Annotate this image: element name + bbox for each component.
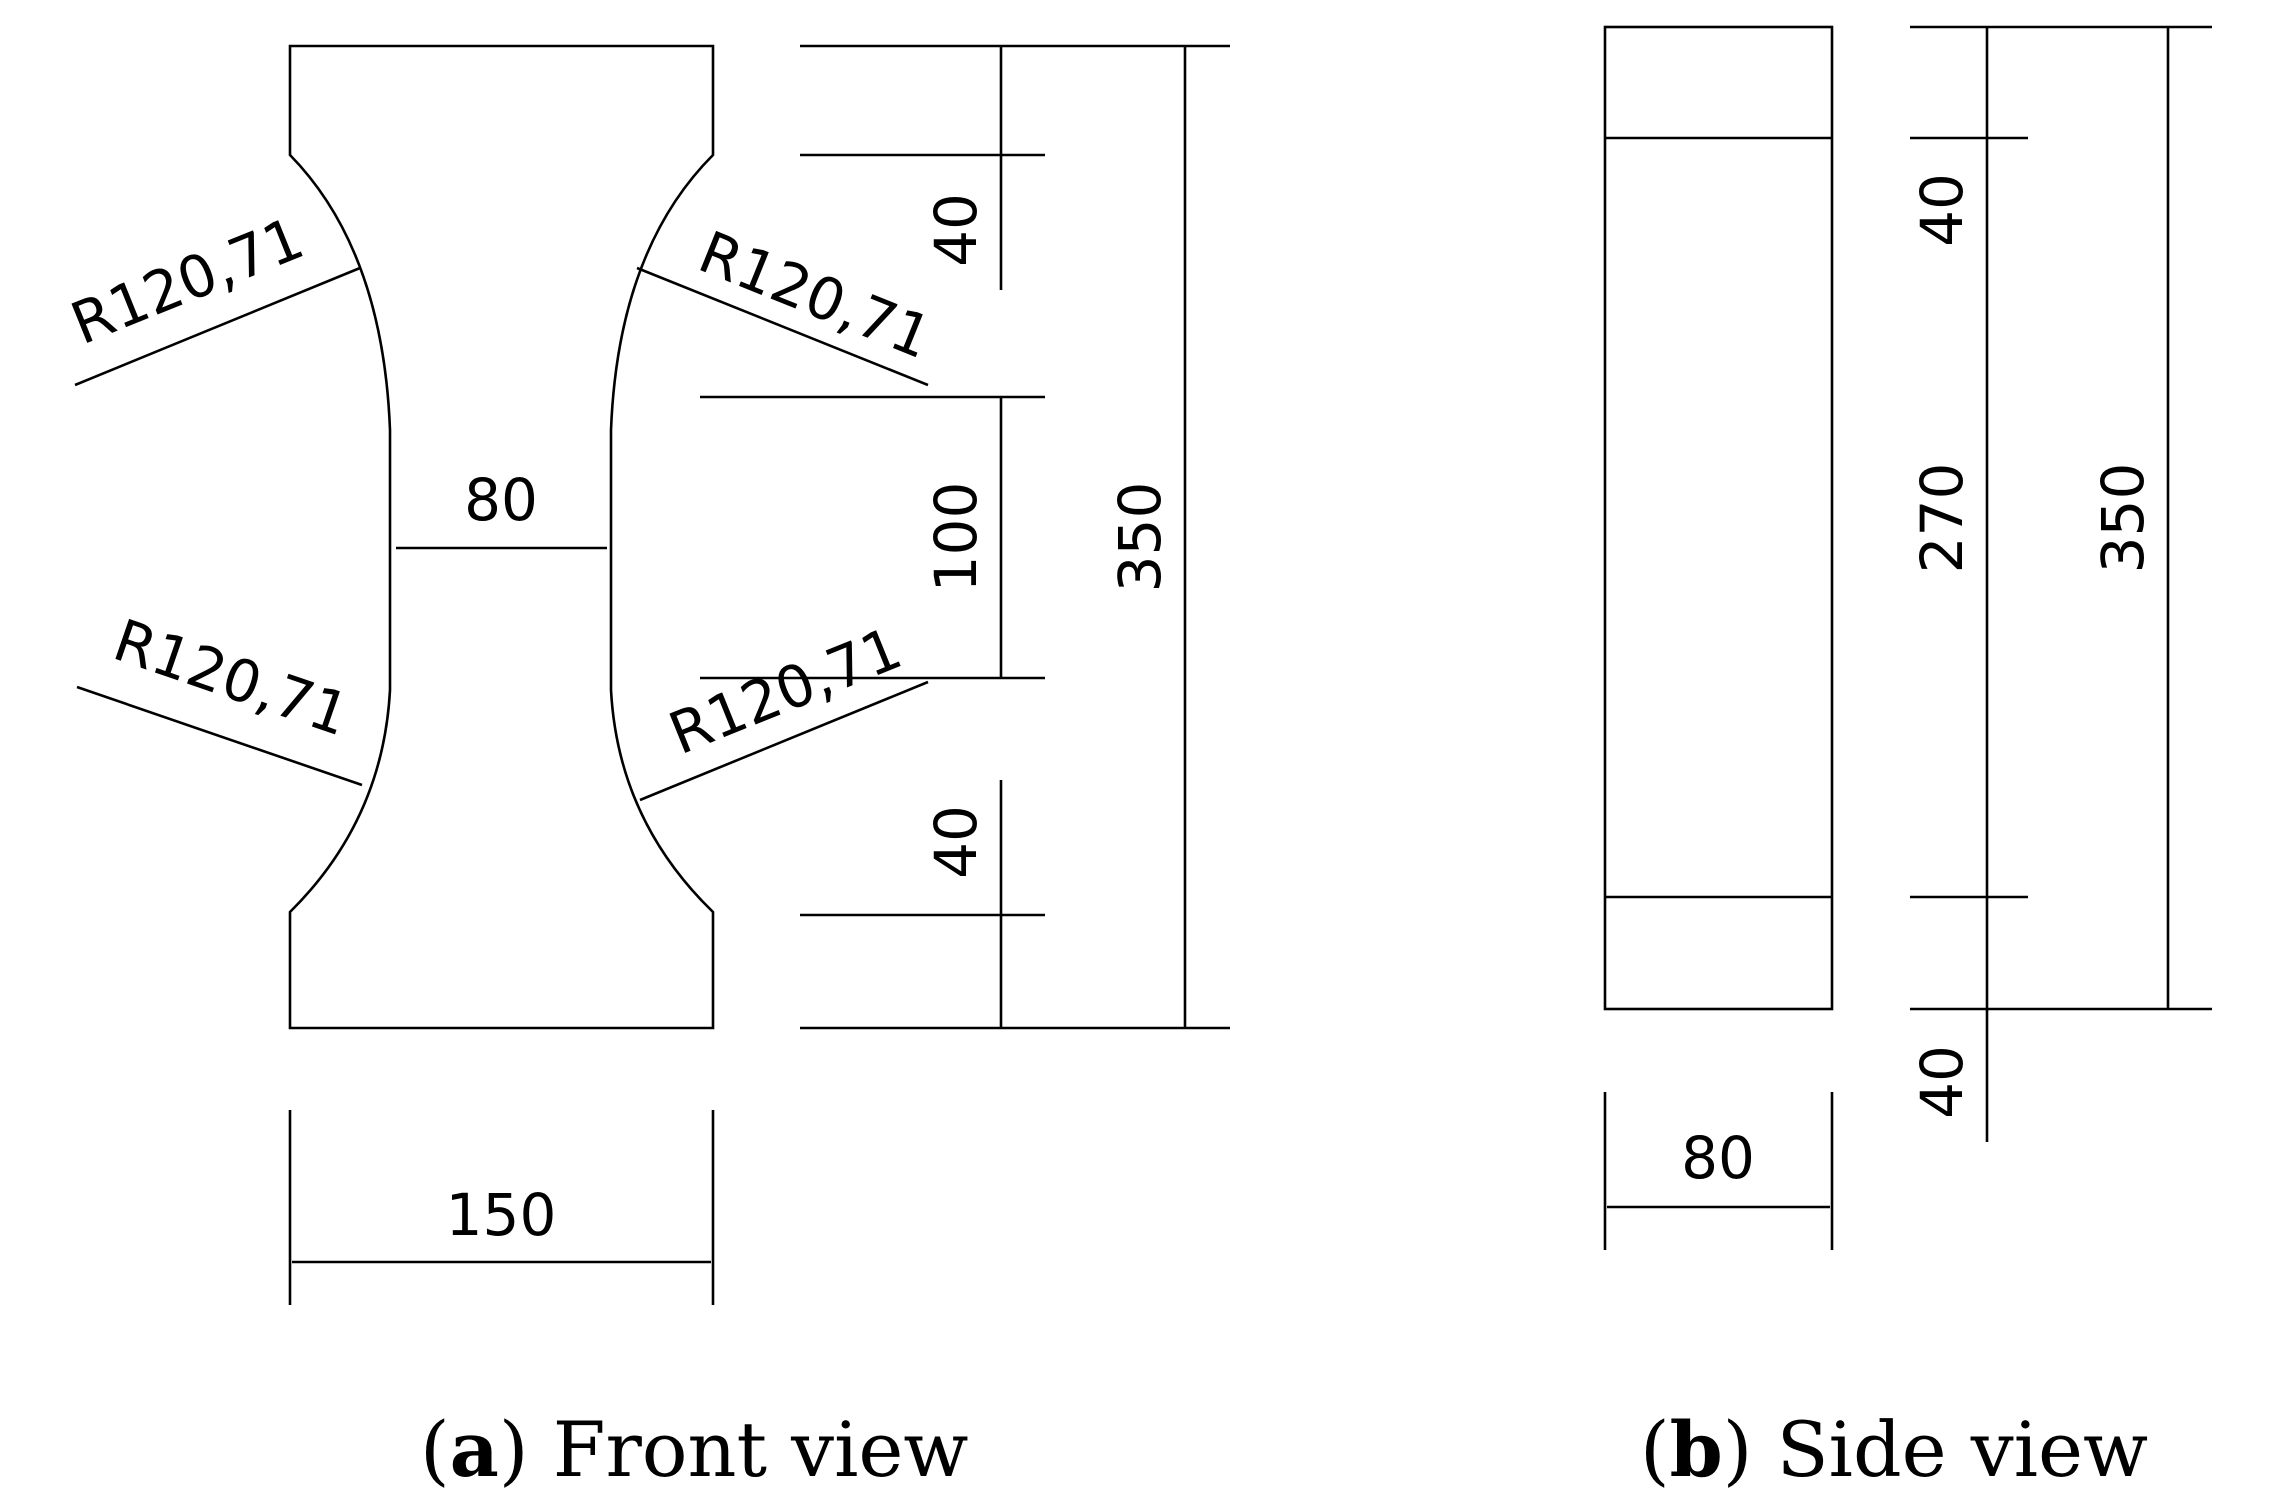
caption-side-view-text: Side view [1776, 1405, 2149, 1494]
neck-width-label: 80 [464, 466, 538, 534]
caption-front-view-text: Front view [552, 1405, 969, 1494]
caption-front-view-letter: a [449, 1405, 499, 1494]
total-height-label: 350 [1106, 482, 1174, 593]
radius-label-bottom-right: R120,71 [660, 614, 911, 768]
radius-leader-top-right [636, 266, 929, 387]
side-bottom-label: 40 [1908, 1045, 1976, 1119]
front-view: R120,71 R120,71 R120,71 R120,71 80 150 4… [62, 44, 1230, 1305]
radius-label-bottom-left: R120,71 [105, 606, 357, 749]
radius-label-top-left: R120,71 [62, 204, 313, 358]
radius-label-top-right: R120,71 [690, 218, 941, 372]
thickness-label: 80 [1681, 1124, 1755, 1192]
radius-leader-bottom-right [639, 680, 929, 802]
side-top-label: 40 [1908, 173, 1976, 247]
caption-side-view-letter: b [1669, 1405, 1723, 1494]
specimen-outline [288, 44, 715, 1030]
grip-bottom-label: 40 [922, 805, 990, 879]
gauge-length-label: 100 [922, 482, 990, 593]
grip-top-label: 40 [922, 193, 990, 267]
radius-leader-top-left [74, 266, 361, 387]
side-view: 40 270 40 350 80 [1603, 25, 2212, 1250]
side-middle-label: 270 [1908, 463, 1976, 574]
side-total-height-label: 350 [2089, 463, 2157, 574]
caption-side-view: (b) Side view [1640, 1405, 2149, 1494]
overall-width-label: 150 [446, 1181, 557, 1249]
side-outline [1603, 25, 1834, 1011]
caption-front-view: (a) Front view [420, 1405, 969, 1494]
radius-leader-bottom-left [76, 685, 363, 787]
